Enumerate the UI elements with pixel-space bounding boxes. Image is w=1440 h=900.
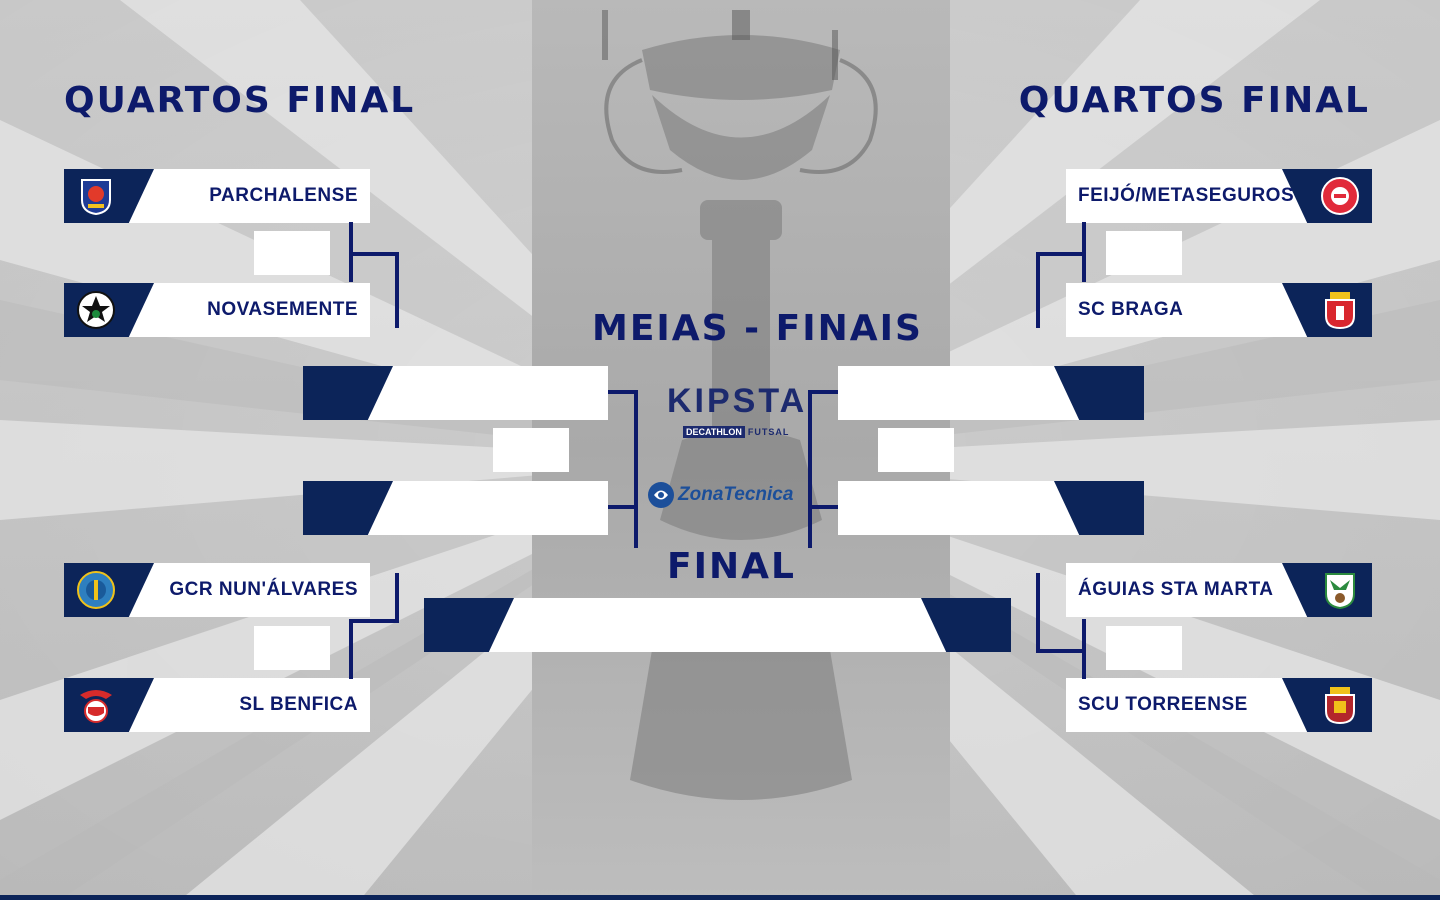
team-slot: ÁGUIAS STA MARTA <box>1066 563 1372 617</box>
bracket-line <box>808 390 812 548</box>
decathlon-futsal-logo: DECATHLON FUTSAL <box>683 425 789 439</box>
bottom-bar <box>0 895 1440 900</box>
braga-crest-icon <box>1325 292 1355 330</box>
feijo-crest-icon <box>1321 177 1359 215</box>
bracket-line <box>608 390 638 394</box>
benfica-crest-icon <box>80 690 112 723</box>
trophy-image <box>602 10 878 800</box>
bracket-line <box>1036 252 1040 328</box>
bracket-line <box>395 573 399 623</box>
team-name: PARCHALENSE <box>209 185 358 206</box>
bracket-line <box>808 505 838 509</box>
bracket-line <box>808 390 838 394</box>
bracket-line <box>1082 619 1086 679</box>
team-slot: SCU TORREENSE <box>1066 678 1372 732</box>
bracket-line <box>395 252 399 328</box>
futsal-label: FUTSAL <box>747 427 790 437</box>
semi-slot <box>838 481 1144 535</box>
team-name: FEIJÓ/METASEGUROS <box>1078 185 1295 206</box>
team-name: GCR NUN'ÁLVARES <box>169 579 358 600</box>
score-box <box>1106 626 1182 670</box>
team-name: NOVASEMENTE <box>207 299 358 320</box>
slot-badge <box>1054 481 1144 535</box>
left-quarters-heading: QUARTOS FINAL <box>64 80 416 121</box>
team-slot: SL BENFICA <box>64 678 370 732</box>
slot-badge <box>921 598 1011 652</box>
semi-slot <box>303 481 608 535</box>
zonatecnica-label: ZonaTecnica <box>678 484 794 505</box>
final-heading: FINAL <box>667 546 796 587</box>
team-name: SL BENFICA <box>239 694 358 715</box>
bracket-line <box>1036 252 1086 256</box>
semi-slot <box>303 366 608 420</box>
team-slot: FEIJÓ/METASEGUROS <box>1066 169 1372 223</box>
slot-badge <box>303 481 393 535</box>
torreense-crest-icon <box>1325 687 1355 725</box>
score-box <box>254 231 330 275</box>
kipsta-logo: KIPSTA <box>667 382 808 420</box>
decathlon-label: DECATHLON <box>683 426 745 438</box>
team-slot: SC BRAGA <box>1066 283 1372 337</box>
score-box <box>254 626 330 670</box>
score-box <box>493 428 569 472</box>
bracket-line <box>1036 573 1040 653</box>
bracket-line <box>634 390 638 548</box>
parchalense-crest-icon <box>81 179 111 216</box>
bracket-line <box>349 252 399 256</box>
bracket-line <box>608 505 638 509</box>
slot-badge <box>303 366 393 420</box>
score-box <box>878 428 954 472</box>
zonatecnica-emblem-icon <box>648 482 674 508</box>
team-slot: PARCHALENSE <box>64 169 370 223</box>
bracket-line <box>1036 649 1086 653</box>
slot-badge <box>424 598 514 652</box>
novasemente-crest-icon <box>77 291 115 329</box>
final-slot <box>424 598 1011 652</box>
score-box <box>1106 231 1182 275</box>
slot-badge <box>1054 366 1144 420</box>
bracket-line <box>349 619 353 679</box>
team-slot: NOVASEMENTE <box>64 283 370 337</box>
team-name: SCU TORREENSE <box>1078 694 1248 715</box>
zonatecnica-logo: ZonaTecnica <box>646 480 793 510</box>
team-name: ÁGUIAS STA MARTA <box>1078 579 1274 600</box>
semi-slot <box>838 366 1144 420</box>
team-slot: GCR NUN'ÁLVARES <box>64 563 370 617</box>
nunalvares-crest-icon <box>77 571 115 609</box>
team-name: SC BRAGA <box>1078 299 1184 320</box>
bracket-line <box>349 619 399 623</box>
right-quarters-heading: QUARTOS FINAL <box>1018 80 1370 121</box>
aguias-crest-icon <box>1325 573 1355 610</box>
semis-heading: MEIAS - FINAIS <box>592 308 923 349</box>
